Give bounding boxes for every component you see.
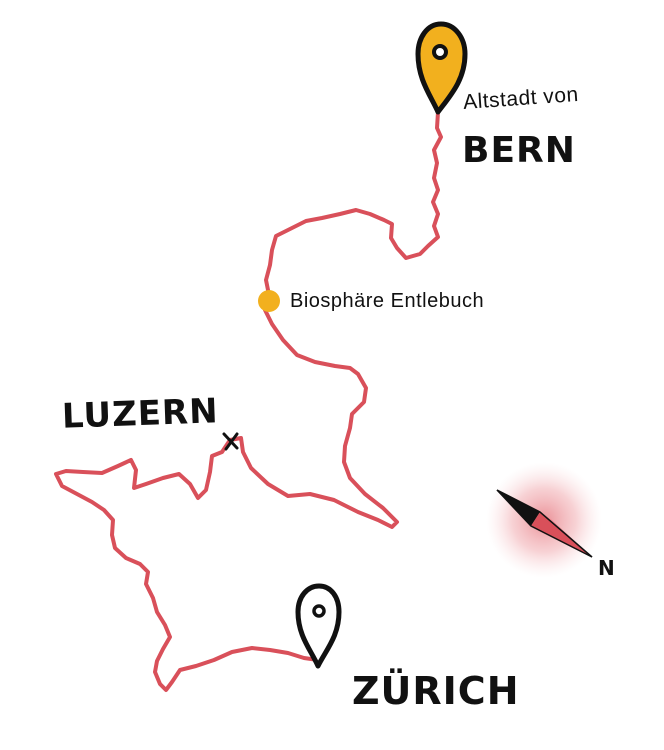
- bern-city-label: BERN: [462, 130, 576, 171]
- biosphere-label: Biosphäre Entlebuch: [290, 290, 485, 312]
- compass-icon: [486, 462, 602, 578]
- zurich-city-label: ZÜRICH: [352, 669, 520, 713]
- waypoint-biosphere-marker[interactable]: [258, 290, 280, 312]
- route-line: [54, 110, 443, 692]
- zurich-map-pin-icon[interactable]: [295, 583, 342, 669]
- bern-map-pin-icon[interactable]: [415, 21, 468, 115]
- compass-north-label: N: [598, 556, 616, 580]
- luzern-city-label: LUZERN: [61, 391, 220, 437]
- luzern-cross-marker-icon[interactable]: [222, 432, 239, 451]
